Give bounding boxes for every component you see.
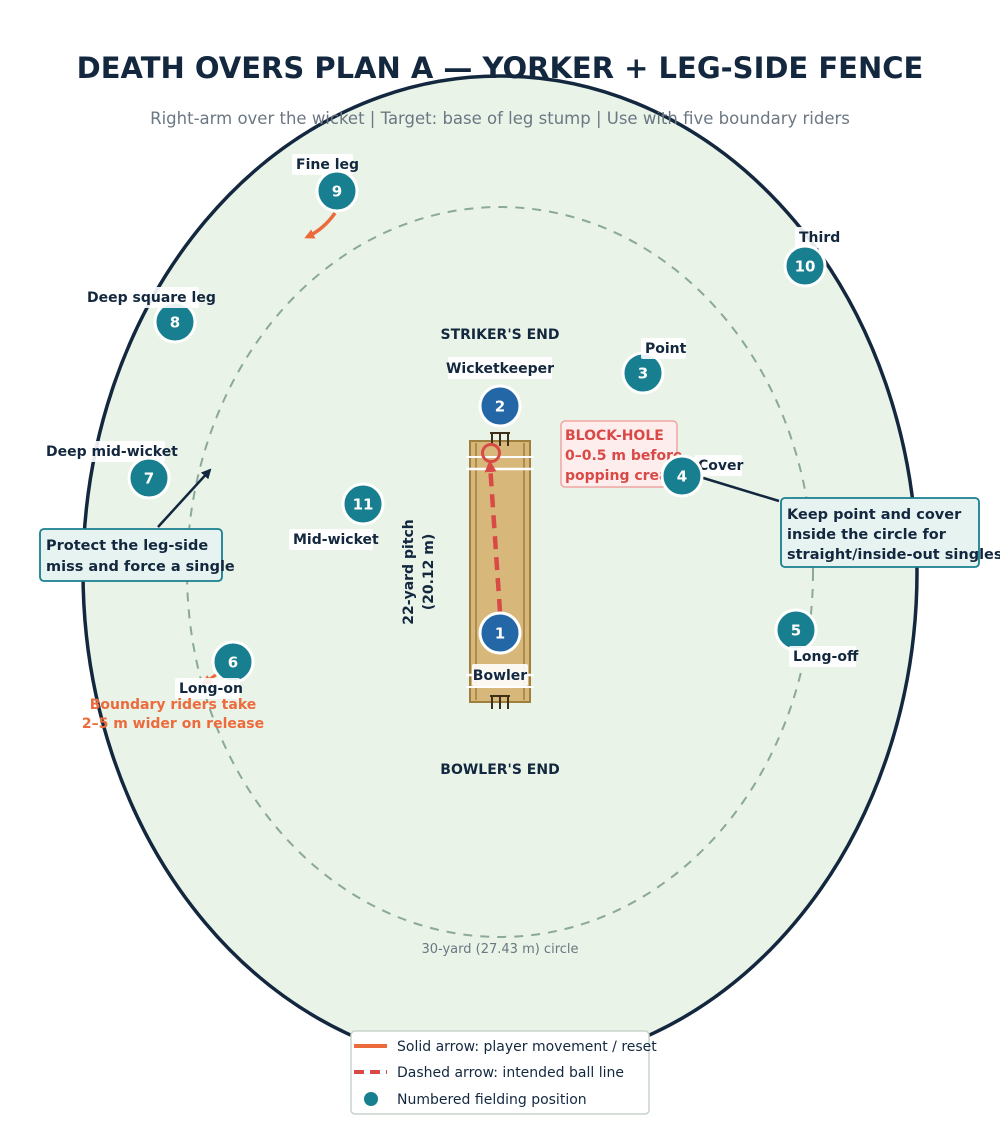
bowlers-end-label: BOWLER'S END <box>440 762 559 778</box>
fielder-7-deep-mid-wicket: Deep mid-wicket 7 <box>42 441 178 500</box>
page-title: DEATH OVERS PLAN A — YORKER + LEG-SIDE F… <box>77 51 924 85</box>
leg-side-callout: Protect the leg-side miss and force a si… <box>39 528 235 582</box>
svg-text:BLOCK-HOLE: BLOCK-HOLE <box>565 428 664 444</box>
svg-text:Cover: Cover <box>698 458 744 474</box>
svg-text:Fine leg: Fine leg <box>296 157 359 173</box>
strikers-end-label: STRIKER'S END <box>441 327 560 343</box>
svg-text:Protect the leg-side: Protect the leg-side <box>46 538 208 554</box>
boundary-riders-note: Boundary riders take 2–5 m wider on rele… <box>82 697 264 732</box>
off-side-callout: Keep point and cover inside the circle f… <box>780 497 1000 568</box>
legend-dot-icon <box>364 1092 378 1106</box>
svg-text:11: 11 <box>353 496 374 514</box>
fine-leg-movement-arrow <box>304 211 337 239</box>
svg-text:7: 7 <box>144 470 154 488</box>
fielder-10-third: Third 10 <box>783 227 842 288</box>
svg-text:4: 4 <box>677 468 687 486</box>
block-hole-callout: BLOCK-HOLE 0–0.5 m before popping crease <box>560 420 686 488</box>
pitch <box>466 440 534 703</box>
svg-text:(20.12 m): (20.12 m) <box>421 534 437 611</box>
svg-text:Point: Point <box>645 341 687 357</box>
svg-text:22-yard pitch: 22-yard pitch <box>401 519 417 624</box>
svg-text:6: 6 <box>228 654 238 672</box>
svg-text:Wicketkeeper: Wicketkeeper <box>446 361 554 377</box>
right-callout-leader <box>699 475 780 503</box>
target-ring-icon <box>481 443 501 463</box>
svg-text:miss and force a single: miss and force a single <box>46 559 235 575</box>
svg-text:inside the circle for: inside the circle for <box>787 527 947 543</box>
svg-text:Deep square leg: Deep square leg <box>87 290 216 306</box>
fielder-2-wicketkeeper: Wicketkeeper 2 <box>446 357 554 428</box>
svg-text:popping crease: popping crease <box>565 468 686 484</box>
svg-text:straight/inside-out singles: straight/inside-out singles <box>787 547 1000 563</box>
svg-text:Third: Third <box>799 230 840 246</box>
fielder-4-cover: Cover 4 <box>660 454 744 498</box>
svg-text:Long-off: Long-off <box>793 649 859 665</box>
legend-dot-label: Numbered fielding position <box>397 1092 587 1108</box>
ball-line-arrow <box>484 460 503 613</box>
fielder-11-mid-wicket: 11 Mid-wicket <box>289 482 385 550</box>
svg-text:2: 2 <box>495 398 505 416</box>
svg-text:Bowler: Bowler <box>473 668 528 684</box>
page-subtitle: Right-arm over the wicket | Target: base… <box>150 109 850 128</box>
legend: Solid arrow: player movement / reset Das… <box>350 1030 657 1115</box>
svg-text:Mid-wicket: Mid-wicket <box>293 532 379 548</box>
svg-text:Deep mid-wicket: Deep mid-wicket <box>46 444 178 460</box>
fielder-1-bowler: 1 Bowler <box>472 611 528 686</box>
pitch-length-label: 22-yard pitch (20.12 m) <box>401 519 437 624</box>
inner-circle <box>186 206 814 938</box>
svg-text:Long-on: Long-on <box>179 681 243 697</box>
svg-text:0–0.5 m before: 0–0.5 m before <box>565 448 683 464</box>
svg-text:5: 5 <box>791 622 801 640</box>
fielder-3-point: 3 Point <box>621 338 687 395</box>
fielder-9-fine-leg: Fine leg 9 <box>292 154 359 213</box>
fielder-6-long-on: 6 Long-on <box>175 640 255 699</box>
svg-text:Boundary riders take: Boundary riders take <box>90 697 257 713</box>
svg-text:3: 3 <box>638 365 648 383</box>
fielder-8-deep-square-leg: 8 Deep square leg <box>83 287 216 344</box>
bowler-stumps-icon <box>490 695 510 709</box>
legend-dashed-label: Dashed arrow: intended ball line <box>397 1065 624 1081</box>
legend-solid-label: Solid arrow: player movement / reset <box>397 1039 657 1055</box>
left-callout-leader <box>157 468 212 528</box>
svg-text:8: 8 <box>170 314 180 332</box>
svg-text:9: 9 <box>332 183 342 201</box>
svg-text:10: 10 <box>795 258 816 276</box>
fielder-5-long-off: 5 Long-off <box>774 608 859 667</box>
svg-text:1: 1 <box>495 625 505 643</box>
inner-circle-label: 30-yard (27.43 m) circle <box>421 942 578 957</box>
svg-text:Keep point and cover: Keep point and cover <box>787 507 962 523</box>
svg-text:2–5 m wider on release: 2–5 m wider on release <box>82 716 264 732</box>
